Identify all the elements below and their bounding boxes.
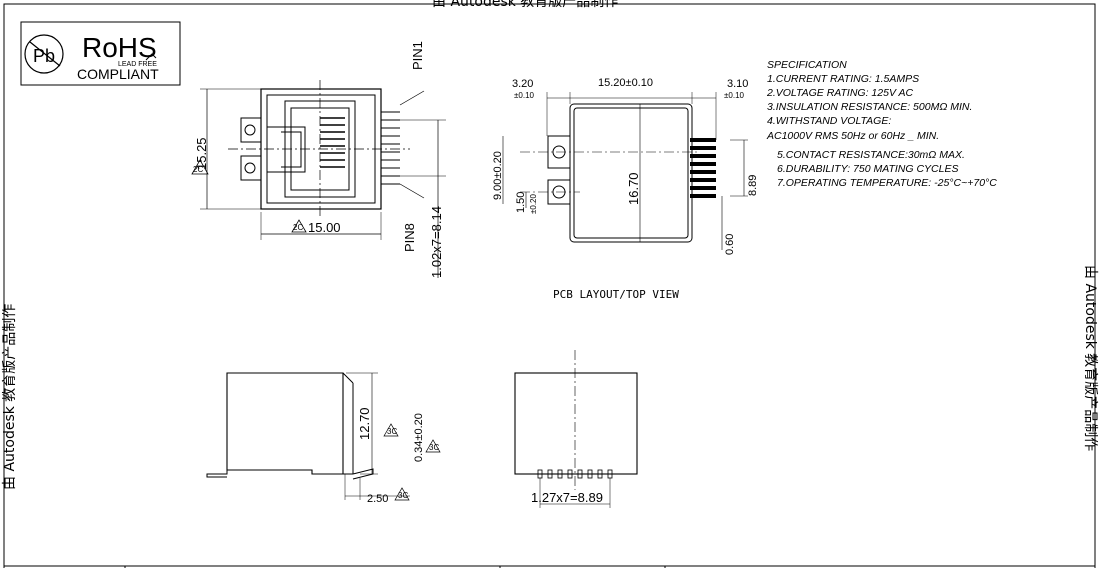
rohs-badge: Pb RoHS LEAD FREE COMPLIANT <box>20 21 181 86</box>
pcb-pin-pads <box>690 138 716 198</box>
rohs-footer: COMPLIANT <box>77 66 159 82</box>
spec-title: SPECIFICATION <box>767 59 847 71</box>
pcb-caption: PCB LAYOUT/TOP VIEW <box>553 288 679 301</box>
pcb-width-dim: 15.20±0.10 <box>598 77 653 89</box>
pcb-peg-offset-dim: 1.50 <box>515 192 527 213</box>
side-view <box>206 372 441 501</box>
pcb-left-margin-tol: ±0.10 <box>514 91 535 100</box>
rohs-subtitle: LEAD FREE <box>118 61 157 68</box>
spec-line-7: 6.DURABILITY: 750 MATING CYCLES <box>777 163 958 175</box>
side-height-dim: 12.70 <box>357 407 372 440</box>
pcb-pin-span-dim: 8.89 <box>747 175 759 196</box>
front-height-dim: 15.25 <box>194 137 209 170</box>
lead-free-icon <box>24 34 64 74</box>
pcb-right-margin-tol: ±0.10 <box>724 91 745 100</box>
pcb-peg-offset-tol: ±0.20 <box>529 193 538 214</box>
spec-line-3: 3.INSULATION RESISTANCE: 500MΩ MIN. <box>767 101 972 113</box>
pin1-label: PIN1 <box>410 41 425 70</box>
front-width-dim: 15.00 <box>308 220 341 235</box>
bottom-pitch-dim: 1.27x7=8.89 <box>531 490 603 505</box>
front-pitch-dim: 1.02x7=8.14 <box>429 206 444 278</box>
front-mark-2c-b: 2C <box>293 223 303 232</box>
pcb-right-margin-dim: 3.10 <box>727 78 748 90</box>
rohs-title: RoHS <box>82 32 157 63</box>
specification-block: SPECIFICATION 1.CURRENT RATING: 1.5AMPS … <box>766 59 997 189</box>
spec-line-8: 7.OPERATING TEMPERATURE: -25°C~+70°C <box>777 177 997 189</box>
bottom-view <box>514 350 638 508</box>
rohs-logo-letters: Pb <box>33 46 55 66</box>
pcb-peg-spacing-dim: 9.00±0.20 <box>492 151 504 200</box>
pcb-height-dim: 16.70 <box>626 172 641 205</box>
spec-line-6: 5.CONTACT RESISTANCE:30mΩ MAX. <box>777 149 965 161</box>
sheet-border <box>3 3 1096 568</box>
pcb-left-margin-dim: 3.20 <box>512 78 533 90</box>
spec-line-5: AC1000V RMS 50Hz or 60Hz _ MIN. <box>766 130 939 142</box>
side-mark-3c: 3C <box>387 427 397 436</box>
side-offset-dim: 2.50 <box>367 493 388 505</box>
watermark-left: 由 Autodesk 教育版产品制作 <box>2 304 18 490</box>
spec-line-1: 1.CURRENT RATING: 1.5AMPS <box>767 73 919 85</box>
watermark-right: 由 Autodesk 教育版产品制作 <box>1082 265 1098 451</box>
spec-line-2: 2.VOLTAGE RATING: 125V AC <box>766 87 913 99</box>
front-mark-2c: 2C <box>193 165 203 174</box>
side-mark-3c-b: 3C <box>429 443 439 452</box>
spec-line-4: 4.WITHSTAND VOLTAGE: <box>767 115 891 127</box>
side-mark-3c-c: 3C <box>398 491 408 500</box>
pcb-layout-view <box>502 92 748 250</box>
pin8-label: PIN8 <box>402 223 417 252</box>
pcb-pin-offset-dim: 0.60 <box>724 234 736 255</box>
watermark-top: 由 Autodesk 教育版产品制作 <box>432 0 618 10</box>
front-view <box>191 80 446 278</box>
side-lead-dim: 0.34±0.20 <box>413 413 425 462</box>
